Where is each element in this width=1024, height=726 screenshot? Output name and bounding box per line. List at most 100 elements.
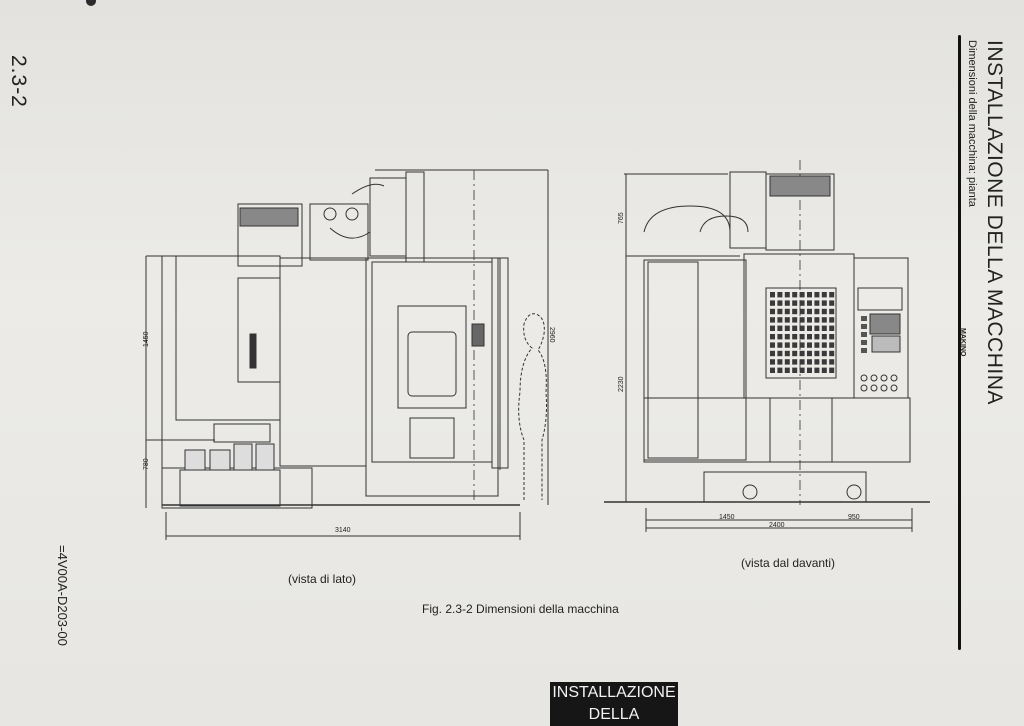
grid-cell [829, 317, 835, 323]
grid-cell [807, 342, 812, 348]
grid-cell [814, 292, 820, 298]
grid-cell [799, 325, 805, 331]
panel-button [890, 374, 898, 382]
header-rule [958, 35, 961, 650]
grid-cell [807, 350, 812, 357]
dim-right-width: 950 [848, 514, 860, 521]
grid-cell [770, 300, 775, 306]
grid-cell [784, 367, 790, 373]
grid-cell [777, 350, 783, 357]
grid-cell [770, 292, 775, 298]
dim-total-height: 2960 [548, 327, 555, 343]
panel-key [861, 332, 867, 337]
panel-button [890, 384, 898, 392]
dim-upper-height: 1450 [143, 331, 150, 347]
grid-cell [799, 350, 805, 357]
grid-cell [792, 367, 798, 373]
grid-cell [807, 317, 812, 323]
grid-cell [829, 300, 835, 306]
grid-cell [777, 334, 783, 340]
side-view-caption: (vista di lato) [288, 572, 357, 586]
grid-cell [821, 308, 827, 315]
grid-cell [777, 308, 783, 315]
grid-cell [770, 350, 775, 357]
grid-cell [792, 359, 798, 365]
grid-cell [770, 317, 775, 323]
grid-cell [792, 334, 798, 340]
grid-cell [784, 325, 790, 331]
front-view-drawing [604, 160, 930, 532]
grid-cell [829, 325, 835, 331]
grid-cell [777, 367, 783, 373]
grid-cell [770, 342, 775, 348]
grid-cell [807, 359, 812, 365]
grid-cell [770, 359, 775, 365]
grid-cell [770, 334, 775, 340]
grid-cell [799, 308, 805, 315]
binder-hole [86, 0, 96, 6]
grid-cell [792, 350, 798, 357]
grid-cell [807, 325, 812, 331]
footer-tab-line-1: INSTALLAZIONE [552, 684, 676, 701]
dim-total-width: 2400 [769, 522, 785, 529]
grid-cell [784, 350, 790, 357]
grid-cell [784, 342, 790, 348]
grid-cell [821, 325, 827, 331]
side-view-drawing [145, 169, 549, 540]
grid-cell [821, 334, 827, 340]
grid-cell [807, 367, 812, 373]
footer-section-tab: INSTALLAZIONE DELLA [550, 682, 678, 726]
grid-cell [829, 308, 835, 315]
grid-cell [814, 342, 820, 348]
grid-cell [829, 359, 835, 365]
grid-cell [799, 342, 805, 348]
grid-cell [821, 350, 827, 357]
grid-cell [784, 334, 790, 340]
grid-cell [814, 334, 820, 340]
grid-cell [807, 300, 812, 306]
grid-cell [814, 367, 820, 373]
grid-cell [784, 308, 790, 315]
grid-cell [821, 292, 827, 298]
grid-cell [821, 317, 827, 323]
grid-cell [792, 325, 798, 331]
grid-cell [799, 367, 805, 373]
grid-cell [792, 300, 798, 306]
footer-tab-line-2: DELLA [588, 706, 640, 723]
grid-cell [821, 342, 827, 348]
grid-cell [821, 359, 827, 365]
panel-button [880, 374, 888, 382]
grid-cell [807, 334, 812, 340]
grid-cell [814, 308, 820, 315]
grid-cell [829, 334, 835, 340]
grid-cell [829, 367, 835, 373]
grid-cell [792, 317, 798, 323]
grid-cell [784, 359, 790, 365]
grid-cell [777, 292, 783, 298]
dim-lower-height: 780 [143, 458, 150, 470]
grid-cell [784, 300, 790, 306]
grid-cell [829, 342, 835, 348]
grid-cell [792, 342, 798, 348]
grid-cell [821, 300, 827, 306]
grid-cell [777, 317, 783, 323]
grid-cell [777, 325, 783, 331]
grid-cell [770, 325, 775, 331]
dim-top-height: 765 [618, 212, 625, 224]
grid-cell [799, 300, 805, 306]
grid-cell [799, 292, 805, 298]
grid-cell [807, 308, 812, 315]
panel-key [861, 340, 867, 345]
grid-cell [799, 334, 805, 340]
grid-cell [792, 308, 798, 315]
panel-button [860, 374, 868, 382]
grid-cell [784, 317, 790, 323]
panel-button [880, 384, 888, 392]
dim-body-height: 2230 [618, 376, 625, 392]
grid-cell [777, 359, 783, 365]
grid-cell [792, 292, 798, 298]
grid-cell [814, 359, 820, 365]
grid-cell [814, 325, 820, 331]
grid-cell [770, 308, 775, 315]
